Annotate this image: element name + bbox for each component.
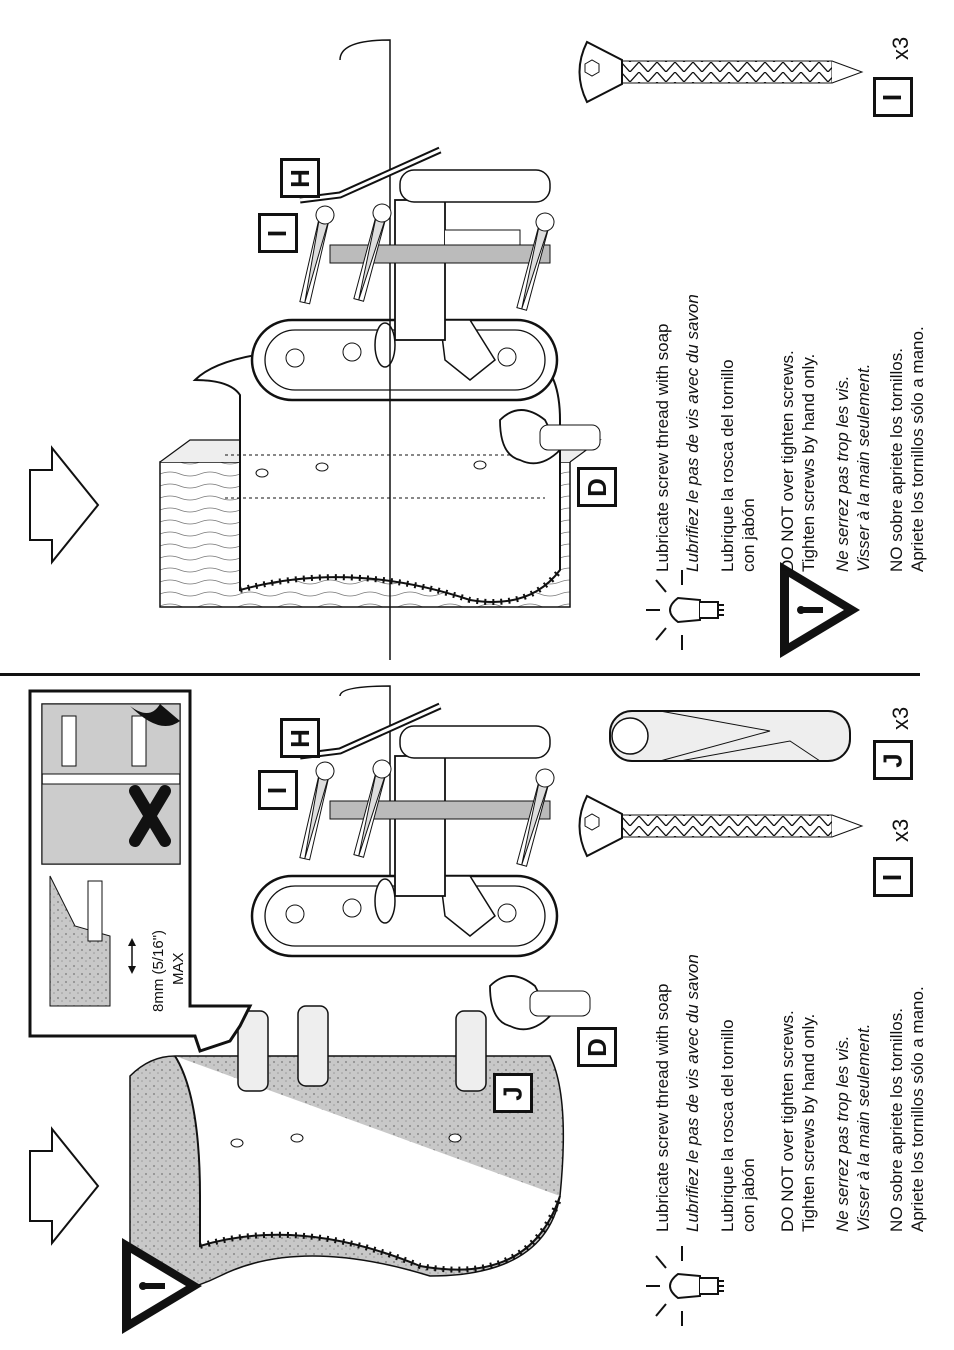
quantity-screws: x3 [888,818,913,842]
screw-detail [578,40,864,104]
mounting-bracket [250,874,559,958]
wall-anchors [237,1005,487,1092]
screws [299,759,555,867]
arrow-icon [29,1126,100,1246]
warning-spanish-2: Apriete los tornillos sólo a mano. [908,986,927,1232]
warning-french-1: Ne serrez pas trop les vis. [833,1035,852,1232]
cover-clip [499,409,601,465]
tip-spanish-2: con jabón [739,498,758,572]
cross-icon [129,785,171,847]
tip-english: Lubricate screw thread with soap [653,983,672,1232]
arrow-icon [29,445,100,565]
warning-icon [122,1238,202,1334]
inset-detail-box [28,689,253,1053]
check-icon [130,704,180,726]
warning-french-2: Visser à la main seulement. [854,363,873,572]
anchor-detail [609,710,851,762]
screws [299,203,555,311]
tip-english: Lubricate screw thread with soap [653,323,672,572]
grab-bar [329,685,551,897]
warning-icon [780,562,860,658]
part-label-i-detail: I [873,77,913,117]
quantity-screws: x3 [888,36,913,60]
lightbulb-icon [646,570,724,650]
tip-spanish-1: Lubrique la rosca del tornillo [718,359,737,572]
part-label-j-detail: J [873,740,913,780]
warning-french-1: Ne serrez pas trop les vis. [833,375,852,572]
panel-divider [0,673,920,676]
warning-english-1: DO NOT over tighten screws. [778,350,797,572]
warning-english-2: Tighten screws by hand only. [799,353,818,572]
warning-spanish-2: Apriete los tornillos sólo a mano. [908,326,927,572]
part-label-d: D [577,1027,617,1067]
grab-bar [329,39,551,660]
quantity-anchors: x3 [888,706,913,730]
mounting-bracket [250,318,559,402]
tip-french: Lubrifiez le pas de vis avec du savon [683,954,702,1232]
part-label-j: J [493,1073,533,1113]
wood-installation-illustration [29,39,864,660]
drill-depth-max: MAX [170,952,187,985]
part-label-i-detail: I [873,857,913,897]
part-label-i: I [258,213,298,253]
tip-spanish-2: con jabón [739,1158,758,1232]
warning-english-1: DO NOT over tighten screws. [778,1010,797,1232]
part-label-h: H [280,718,320,758]
part-label-h: H [280,158,320,198]
drywall-installation-illustration [28,685,864,1334]
tip-french: Lubrifiez le pas de vis avec du savon [683,294,702,572]
warning-french-2: Visser à la main seulement. [854,1023,873,1232]
stucco-wall [129,1055,565,1297]
warning-spanish-1: NO sobre apriete los tornillos. [887,1008,906,1232]
part-label-i: I [258,770,298,810]
warning-english-2: Tighten screws by hand only. [799,1013,818,1232]
cover-clip [489,975,591,1031]
tip-spanish-1: Lubrique la rosca del tornillo [718,1019,737,1232]
part-label-d: D [577,467,617,507]
screw-detail [578,794,864,858]
hex-key [299,146,442,204]
warning-spanish-1: NO sobre apriete los tornillos. [887,348,906,572]
lightbulb-icon [646,1246,724,1326]
drill-depth-label: 8mm (5/16") [150,929,167,1012]
